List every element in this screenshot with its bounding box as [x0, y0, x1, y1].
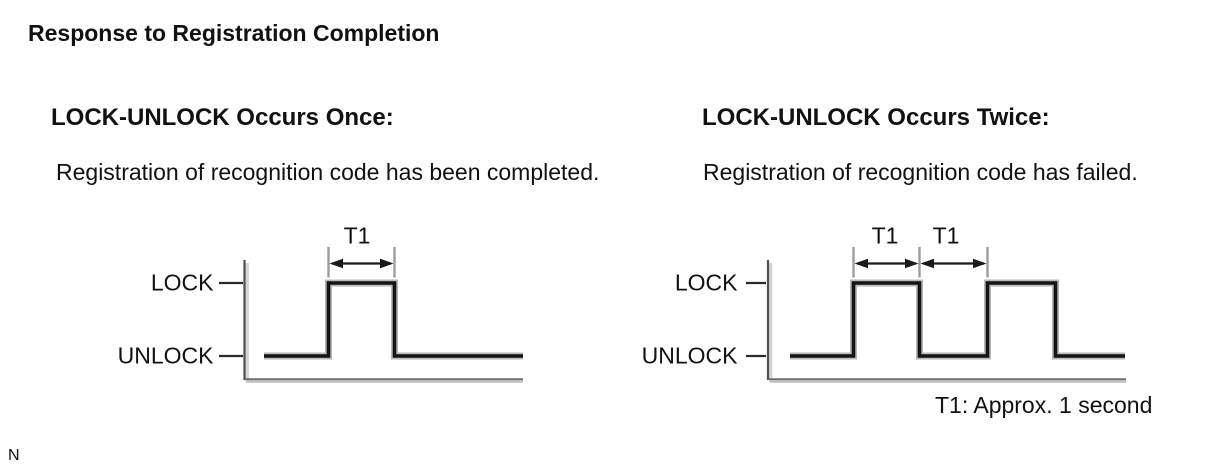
- t1-arrowhead-left: [920, 258, 934, 269]
- unlock-level-label: UNLOCK: [118, 343, 215, 369]
- lock-level-label: LOCK: [151, 270, 214, 296]
- t1-dimension-label: T1: [344, 223, 371, 249]
- t1-dimension-label: T1: [872, 223, 899, 249]
- signal-waveform-shadow: [790, 279, 1125, 360]
- timing-diagram-twice: LOCK UNLOCK T1 T1: [642, 223, 1126, 383]
- section-twice-description: Registration of recognition code has fai…: [703, 159, 1138, 185]
- t1-arrowhead-right: [905, 258, 919, 269]
- signal-waveform: [790, 281, 1125, 358]
- signal-waveform: [264, 281, 523, 358]
- t1-arrowhead-right: [973, 258, 987, 269]
- section-once-description: Registration of recognition code has bee…: [56, 159, 600, 185]
- timing-diagram-once: LOCK UNLOCK T1: [118, 223, 523, 383]
- lock-level-label: LOCK: [675, 270, 738, 296]
- t1-arrowhead-right: [380, 258, 394, 269]
- t1-note: T1: Approx. 1 second: [935, 392, 1153, 418]
- t1-arrowhead-left: [854, 258, 868, 269]
- page-title: Response to Registration Completion: [28, 20, 440, 46]
- section-twice-heading: LOCK-UNLOCK Occurs Twice:: [702, 104, 1050, 131]
- page-mark: N: [8, 447, 20, 464]
- t1-arrowhead-left: [329, 258, 343, 269]
- section-once-heading: LOCK-UNLOCK Occurs Once:: [51, 104, 394, 131]
- t1-dimension-label: T1: [933, 223, 960, 249]
- unlock-level-label: UNLOCK: [642, 343, 739, 369]
